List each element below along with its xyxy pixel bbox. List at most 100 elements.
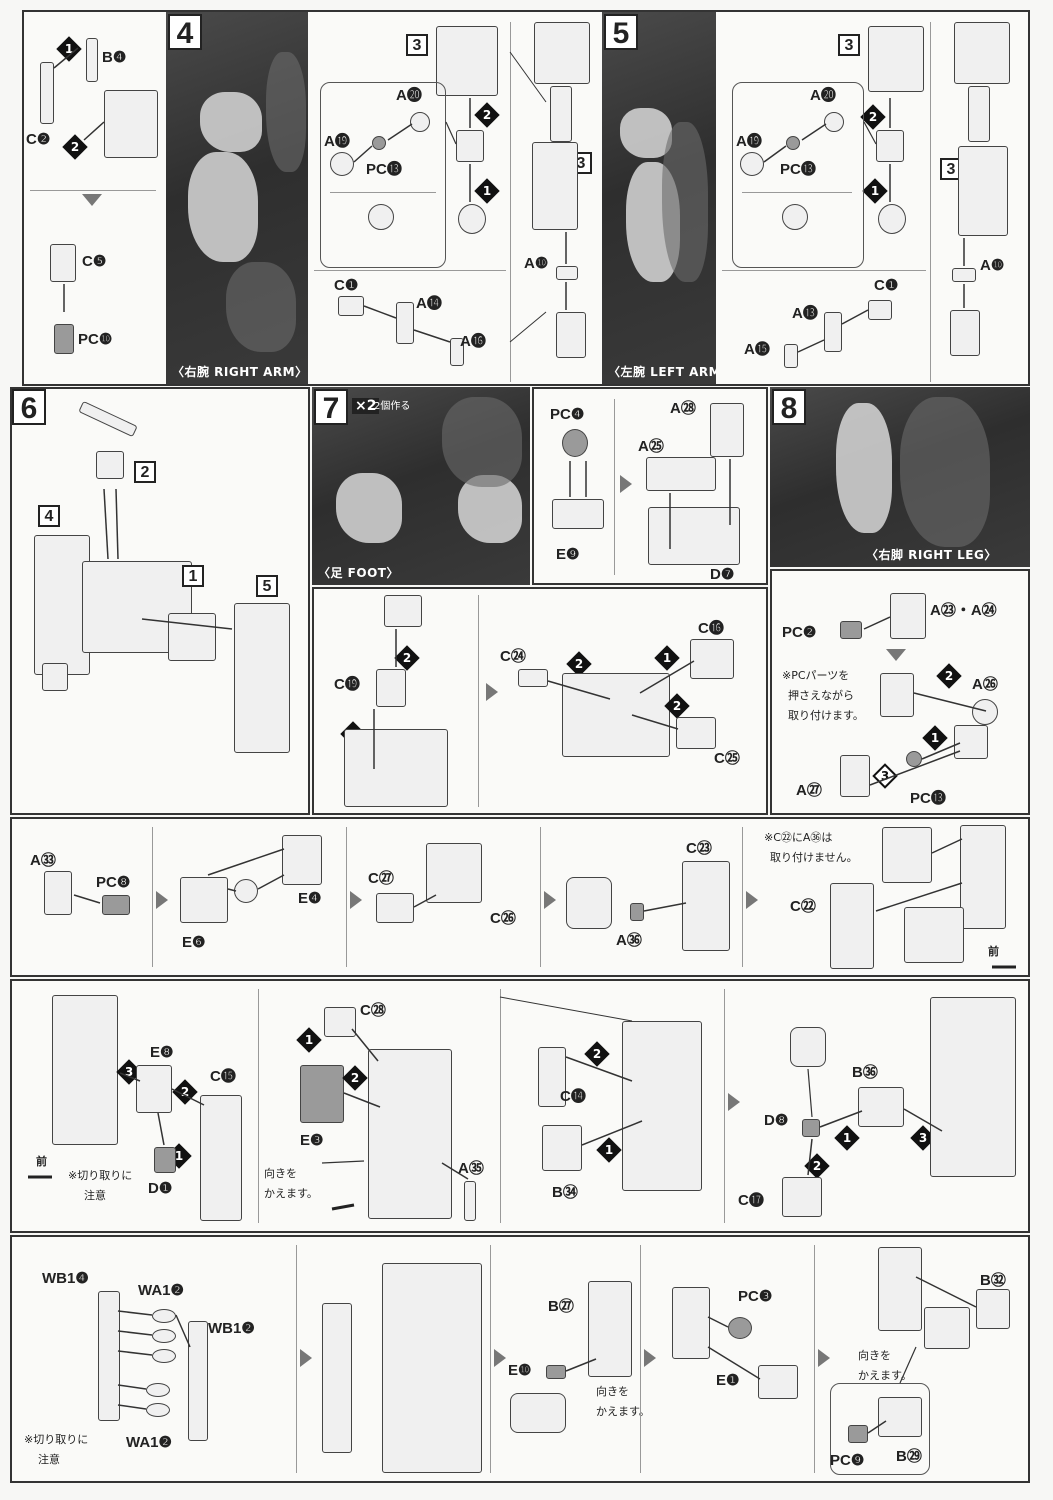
divider bbox=[640, 1245, 641, 1473]
label-wb1-2: WB1❷ bbox=[208, 1320, 255, 1337]
part-a19 bbox=[740, 152, 764, 176]
part-pc9 bbox=[848, 1425, 868, 1443]
order-marker-3: 3 bbox=[872, 763, 898, 789]
note-line-2: 注意 bbox=[38, 1453, 60, 1466]
note-line-3: 取り付けます。 bbox=[788, 709, 864, 722]
part-hand bbox=[556, 312, 586, 358]
part-c1 bbox=[868, 300, 892, 320]
order-marker-1: 1 bbox=[474, 178, 500, 204]
leg-top-assembly: PC❷ A㉓・A㉔ ※PCパーツを 押さえながら 取り付けます。 2 A㉖ 1 … bbox=[772, 571, 1028, 813]
label-c26: C㉖ bbox=[490, 910, 516, 927]
photo-shape bbox=[620, 108, 672, 158]
part-foot-base bbox=[344, 729, 448, 807]
label-pc13: PC⓭ bbox=[780, 161, 816, 178]
step-number-8: 8 bbox=[772, 389, 806, 425]
part-knee bbox=[890, 593, 926, 639]
label-a23-a24: A㉓・A㉔ bbox=[930, 602, 997, 619]
step-arrow bbox=[486, 683, 498, 701]
part-forearm bbox=[532, 142, 578, 230]
part-foot-assembled bbox=[562, 673, 670, 757]
part-pc10 bbox=[54, 324, 74, 354]
label-e9: E❾ bbox=[556, 546, 580, 563]
part-pc3 bbox=[728, 1317, 752, 1339]
photo-shape bbox=[200, 92, 262, 152]
photo-shape bbox=[836, 403, 892, 533]
part-ankle-frame bbox=[878, 1247, 922, 1331]
part-a27 bbox=[840, 755, 870, 797]
box-ref-3: 3 bbox=[838, 34, 860, 56]
part-c23 bbox=[682, 861, 730, 951]
part-d1 bbox=[154, 1147, 176, 1173]
part-wb1-4 bbox=[98, 1291, 120, 1421]
label-e10: E❿ bbox=[508, 1362, 532, 1379]
part-wb1-2 bbox=[188, 1321, 208, 1441]
label-pc4: PC❹ bbox=[550, 406, 585, 423]
order-marker-2: 2 bbox=[172, 1079, 198, 1105]
part-joint-assembled bbox=[782, 204, 808, 230]
part-b32 bbox=[976, 1289, 1010, 1329]
part-a36 bbox=[630, 903, 644, 921]
order-marker-2: 2 bbox=[860, 104, 886, 130]
panel-right-arm-assembly: 3 2 1 A⓴ A⓳ PC⓭ C❶ A⓮ A⓰ 3 A❿ bbox=[310, 12, 600, 384]
part-arm-shaft bbox=[550, 86, 572, 142]
part-thigh-frame bbox=[960, 825, 1006, 929]
note-line-1: ※切り取りに bbox=[24, 1433, 89, 1446]
label-c19: C⓳ bbox=[334, 676, 360, 693]
step-arrow bbox=[644, 1349, 656, 1367]
part-b29 bbox=[878, 1397, 922, 1437]
part-ball-joint bbox=[234, 879, 258, 903]
label-pc9: PC❾ bbox=[830, 1452, 865, 1469]
part-c28 bbox=[324, 1007, 356, 1037]
multiplier-badge: ×2 bbox=[352, 398, 380, 414]
label-c2: C❷ bbox=[26, 131, 51, 148]
part-leg-body-2 bbox=[622, 1021, 702, 1191]
turn-note2-2: かえます。 bbox=[858, 1369, 912, 1382]
divider bbox=[152, 827, 153, 967]
order-marker-1: 1 bbox=[834, 1125, 860, 1151]
divider bbox=[510, 22, 511, 382]
divider bbox=[30, 190, 156, 191]
part-skirt bbox=[168, 613, 216, 661]
divider bbox=[490, 1245, 491, 1473]
photo-shape bbox=[662, 122, 708, 282]
order-marker-1: 1 bbox=[654, 645, 680, 671]
divider bbox=[258, 989, 259, 1223]
part-b34 bbox=[542, 1125, 582, 1171]
order-marker-2: 2 bbox=[342, 1065, 368, 1091]
order-marker-1: 1 bbox=[56, 36, 82, 62]
row4-assembly: 3 E❽ 2 C⓯ 1 D❶ 前 ※切り取りに 注意 C㉘ 1 2 E❸ 向きを… bbox=[12, 981, 1028, 1231]
label-a13: A⓭ bbox=[792, 305, 818, 322]
part-e10 bbox=[546, 1365, 566, 1379]
part-a26 bbox=[972, 699, 998, 725]
part-right-arm bbox=[234, 603, 290, 753]
label-b27: B㉗ bbox=[548, 1298, 574, 1315]
divider bbox=[500, 989, 501, 1223]
photo-right-leg: 〈右脚 RIGHT LEG〉 bbox=[770, 387, 1030, 567]
divider bbox=[814, 1245, 815, 1473]
note-line-2: 取り付けません。 bbox=[770, 851, 858, 864]
part-pc2 bbox=[840, 621, 862, 639]
part-joint bbox=[878, 204, 906, 234]
subassembly-inset bbox=[320, 82, 446, 268]
part-skirt-wing bbox=[322, 1303, 352, 1453]
part-joint-assembled bbox=[368, 204, 394, 230]
turn-note2-1: 向きを bbox=[858, 1349, 891, 1362]
part-a15 bbox=[784, 344, 798, 368]
divider bbox=[742, 827, 743, 967]
multiplier-note: 2個作る bbox=[374, 401, 411, 412]
part-knee-assembled bbox=[880, 673, 914, 717]
order-marker-2: 2 bbox=[394, 645, 420, 671]
part-c1 bbox=[338, 296, 364, 316]
step-arrow bbox=[156, 891, 168, 909]
part-a10 bbox=[556, 266, 578, 280]
part-e4 bbox=[282, 835, 322, 885]
label-c14: C⓮ bbox=[560, 1088, 586, 1105]
label-a14: A⓮ bbox=[416, 295, 442, 312]
caption-right-arm: 〈右腕 RIGHT ARM〉 bbox=[172, 365, 308, 379]
step-arrow bbox=[494, 1349, 506, 1367]
foot-parts: PC❹ E❾ A㉘ A㉕ D❼ bbox=[534, 389, 766, 583]
label-a16: A⓰ bbox=[460, 333, 486, 350]
step-arrow bbox=[300, 1349, 312, 1367]
part-e3 bbox=[300, 1065, 344, 1123]
label-a19: A⓳ bbox=[324, 133, 350, 150]
